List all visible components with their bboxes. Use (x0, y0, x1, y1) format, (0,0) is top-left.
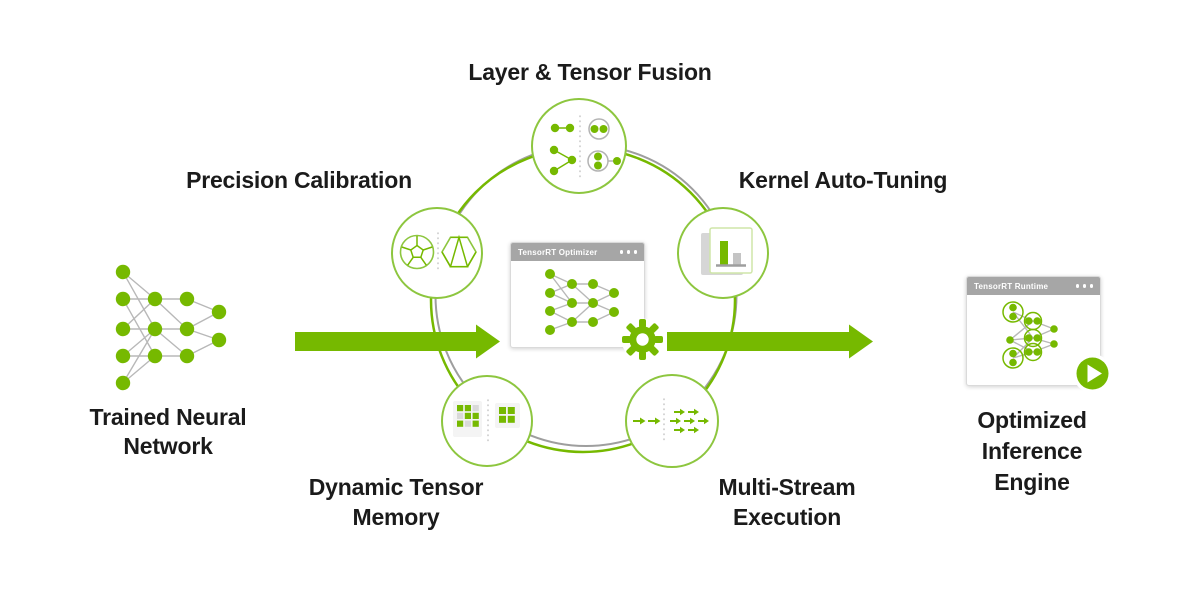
label-multi-stream-execution: Multi-Stream Execution (718, 474, 856, 530)
window-controls-icon (1075, 284, 1093, 288)
optimizer-window-title: TensorRT Optimizer (518, 247, 598, 257)
fused-layer-nodes-icon (549, 115, 621, 179)
tensor-memory-grid-icon (453, 399, 520, 445)
label-kernel-auto-tuning: Kernel Auto-Tuning (738, 167, 948, 193)
sphere-calibration-icon (399, 232, 477, 273)
bubble-dynamic-tensor-memory (441, 375, 533, 467)
optimizer-window-body (511, 261, 644, 349)
label-optimized-inference-engine: Optimized Inference Engine (977, 407, 1087, 495)
play-icon (1073, 354, 1112, 393)
bubble-kernel-auto-tuning (677, 207, 769, 299)
runtime-window-title: TensorRT Runtime (974, 281, 1049, 291)
trained-network-icon (115, 264, 227, 391)
bubble-layer-fusion (531, 98, 627, 194)
parallel-stream-arrows-icon (633, 398, 709, 444)
optimized-network-icon (1002, 301, 1058, 369)
bubble-multi-stream-execution (625, 374, 719, 468)
input-arrow (295, 324, 500, 359)
label-dynamic-tensor-memory: Dynamic Tensor Memory (308, 474, 484, 530)
optimizer-network-icon (545, 269, 619, 335)
gear-icon (621, 318, 664, 361)
runtime-window-body (967, 295, 1100, 386)
label-precision-calibration: Precision Calibration (186, 167, 412, 193)
label-trained-neural-network: Trained Neural Network (89, 404, 247, 459)
optimizer-window: TensorRT Optimizer (510, 242, 645, 348)
window-controls-icon (619, 250, 637, 254)
runtime-titlebar: TensorRT Runtime (967, 277, 1100, 295)
label-layer-tensor-fusion: Layer & Tensor Fusion (468, 59, 712, 85)
optimizer-titlebar: TensorRT Optimizer (511, 243, 644, 261)
bubble-precision-calibration (391, 207, 483, 299)
output-arrow (667, 324, 873, 359)
bar-chart-tuning-icon (701, 227, 753, 275)
